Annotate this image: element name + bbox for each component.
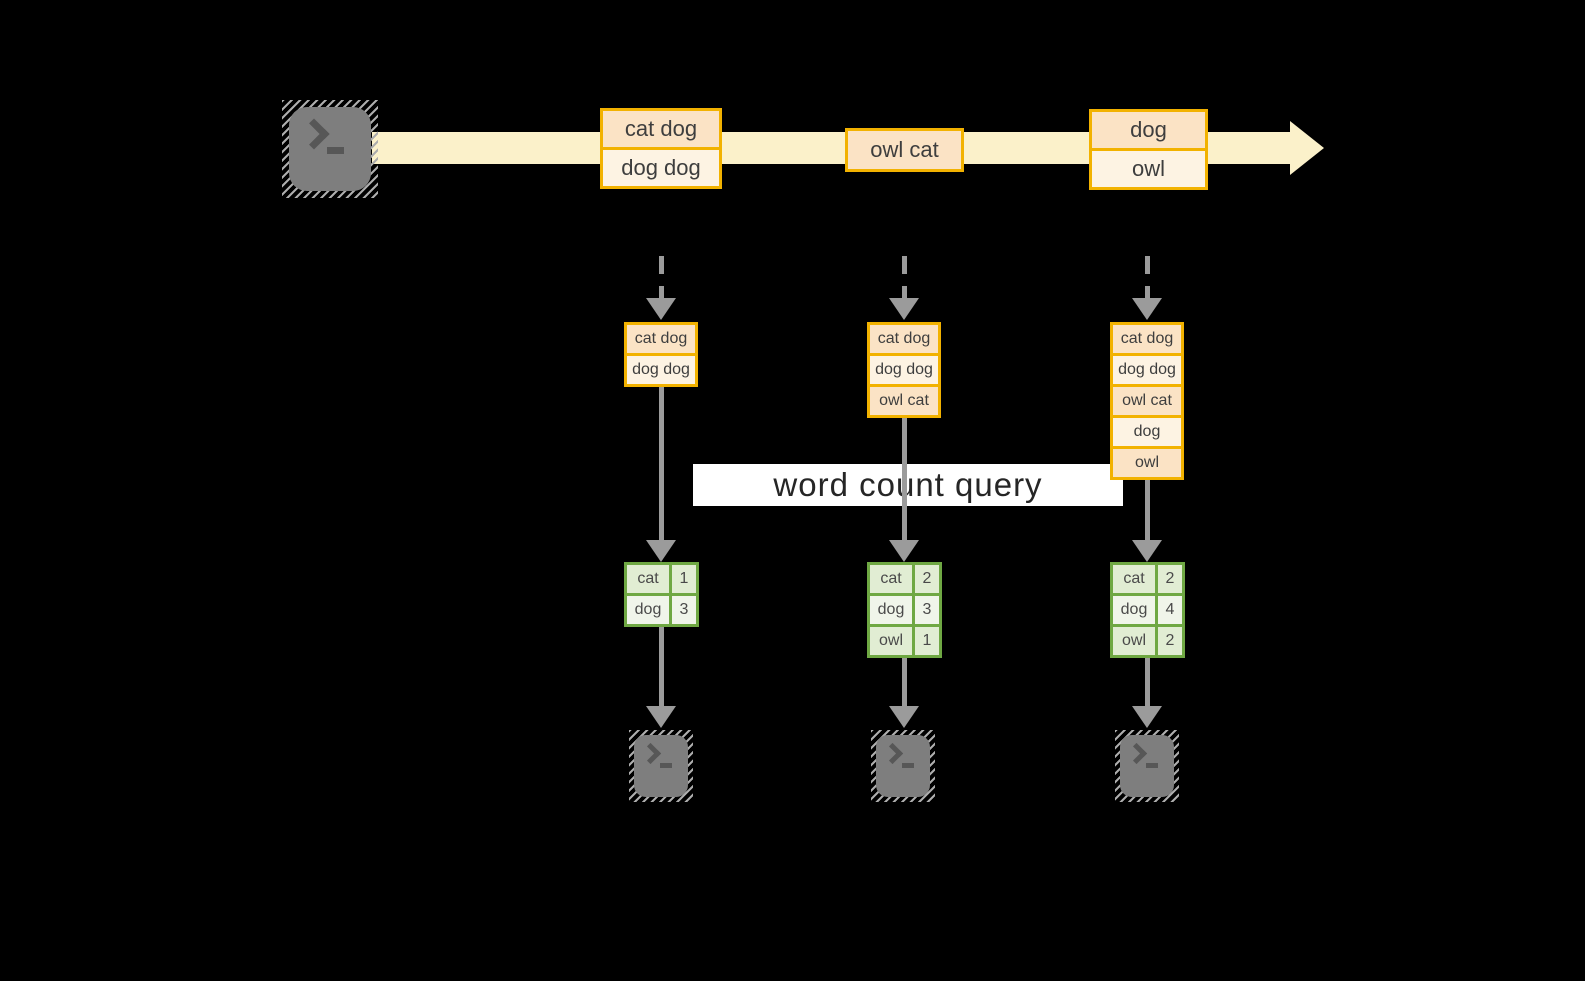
- stream-event-box-3: dog owl: [1089, 109, 1208, 190]
- buffer-cell: cat dog: [1113, 325, 1181, 353]
- stream-event-cell: owl cat: [848, 131, 961, 169]
- terminal-body: [1120, 735, 1174, 797]
- flow-arrow-stem: [902, 658, 907, 706]
- terminal-body: [634, 735, 688, 797]
- flow-arrow-stem: [659, 627, 664, 706]
- query-banner: word count query: [693, 464, 1123, 506]
- ingest-arrowhead: [646, 298, 676, 320]
- count-table-3: cat 2 dog 4 owl 2: [1110, 562, 1185, 658]
- count-table-1: cat 1 dog 3: [624, 562, 699, 627]
- buffer-cell: cat dog: [627, 325, 695, 353]
- buffer-cell: owl: [1113, 449, 1181, 477]
- stream-event-cell: cat dog: [603, 111, 719, 147]
- sink-terminal-icon: [629, 730, 693, 802]
- count-word-cell: dog: [870, 596, 912, 624]
- flow-arrow-stem: [902, 418, 907, 540]
- count-word-cell: owl: [870, 627, 912, 655]
- flow-arrow-stem: [1145, 480, 1150, 540]
- count-word-cell: dog: [1113, 596, 1155, 624]
- count-word-cell: owl: [1113, 627, 1155, 655]
- count-value-cell: 3: [915, 596, 939, 624]
- count-value-cell: 3: [672, 596, 696, 624]
- count-word-cell: cat: [627, 565, 669, 593]
- query-banner-label: word count query: [773, 466, 1043, 503]
- stream-event-cell: dog: [1092, 112, 1205, 148]
- stream-arrowhead: [1290, 121, 1324, 175]
- sink-terminal-icon: [871, 730, 935, 802]
- buffer-box-1: cat dog dog dog: [624, 322, 698, 387]
- terminal-body: [876, 735, 930, 797]
- prompt-underscore-icon: [660, 763, 672, 768]
- count-word-cell: cat: [870, 565, 912, 593]
- flow-arrow-stem: [659, 387, 664, 540]
- buffer-cell: dog: [1113, 418, 1181, 446]
- flow-arrowhead: [889, 540, 919, 562]
- source-terminal-icon: [282, 100, 378, 198]
- count-value-cell: 2: [1158, 627, 1182, 655]
- count-value-cell: 4: [1158, 596, 1182, 624]
- buffer-box-3: cat dog dog dog owl cat dog owl: [1110, 322, 1184, 480]
- prompt-chevron-icon: [639, 742, 662, 765]
- ingest-arrow-dashed-stem: [902, 256, 907, 298]
- count-value-cell: 1: [672, 565, 696, 593]
- buffer-cell: dog dog: [1113, 356, 1181, 384]
- prompt-underscore-icon: [1146, 763, 1158, 768]
- flow-arrow-stem: [1145, 658, 1150, 706]
- flow-arrowhead: [1132, 706, 1162, 728]
- prompt-underscore-icon: [902, 763, 914, 768]
- stream-event-box-2: owl cat: [845, 128, 964, 172]
- stream-event-cell: dog dog: [603, 150, 719, 186]
- count-table-2: cat 2 dog 3 owl 1: [867, 562, 942, 658]
- prompt-chevron-icon: [1125, 742, 1148, 765]
- terminal-body: [289, 107, 371, 191]
- count-value-cell: 2: [1158, 565, 1182, 593]
- prompt-chevron-icon: [881, 742, 904, 765]
- prompt-chevron-icon: [298, 118, 330, 150]
- flow-arrowhead: [646, 706, 676, 728]
- flow-arrowhead: [889, 706, 919, 728]
- ingest-arrow-dashed-stem: [1145, 256, 1150, 298]
- ingest-arrowhead: [889, 298, 919, 320]
- sink-terminal-icon: [1115, 730, 1179, 802]
- buffer-box-2: cat dog dog dog owl cat: [867, 322, 941, 418]
- buffer-cell: dog dog: [627, 356, 695, 384]
- count-value-cell: 2: [915, 565, 939, 593]
- flow-arrowhead: [646, 540, 676, 562]
- ingest-arrow-dashed-stem: [659, 256, 664, 298]
- buffer-cell: owl cat: [1113, 387, 1181, 415]
- count-value-cell: 1: [915, 627, 939, 655]
- flow-arrowhead: [1132, 540, 1162, 562]
- stream-event-cell: owl: [1092, 151, 1205, 187]
- buffer-cell: cat dog: [870, 325, 938, 353]
- stream-event-box-1: cat dog dog dog: [600, 108, 722, 189]
- count-word-cell: dog: [627, 596, 669, 624]
- buffer-cell: dog dog: [870, 356, 938, 384]
- prompt-underscore-icon: [327, 147, 344, 154]
- count-word-cell: cat: [1113, 565, 1155, 593]
- buffer-cell: owl cat: [870, 387, 938, 415]
- ingest-arrowhead: [1132, 298, 1162, 320]
